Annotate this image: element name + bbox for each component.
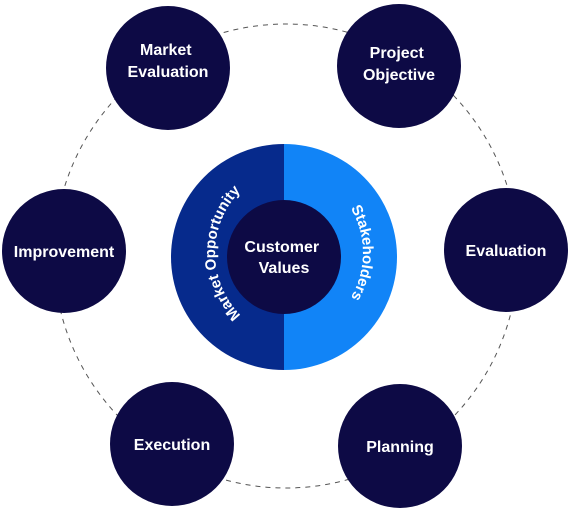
node-project-objective: Project Objective bbox=[337, 4, 461, 128]
node-market-evaluation: Market Evaluation bbox=[106, 6, 230, 130]
node-improvement-label: Improvement bbox=[14, 244, 115, 261]
node-market-evaluation-circle bbox=[106, 6, 230, 130]
node-improvement-circle bbox=[2, 189, 126, 313]
node-planning: Planning bbox=[338, 384, 462, 508]
node-project-objective-label: Project Objective bbox=[363, 45, 435, 84]
node-evaluation-label: Evaluation bbox=[466, 243, 547, 260]
node-evaluation-circle bbox=[444, 188, 568, 312]
node-planning-label: Planning bbox=[366, 439, 434, 456]
node-execution-label: Execution bbox=[134, 437, 210, 454]
node-evaluation: Evaluation bbox=[444, 188, 568, 312]
node-project-objective-circle bbox=[337, 4, 461, 128]
node-market-evaluation-label: Market Evaluation bbox=[128, 42, 209, 81]
center-ring: Market Opportunity Stakeholders Customer… bbox=[171, 144, 397, 370]
center-label: Customer Values bbox=[244, 239, 323, 277]
node-execution: Execution bbox=[110, 382, 234, 506]
node-planning-circle bbox=[338, 384, 462, 508]
center-hub bbox=[227, 200, 341, 314]
node-execution-circle bbox=[110, 382, 234, 506]
node-improvement: Improvement bbox=[2, 189, 126, 313]
